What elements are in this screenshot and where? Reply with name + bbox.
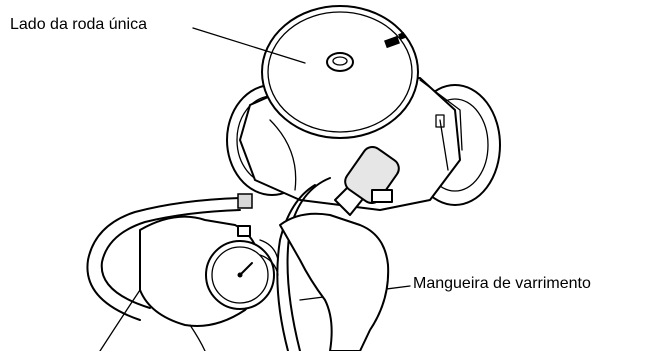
hand-right [260,214,388,351]
single-wheel [262,6,418,138]
single-wheel-side-label: Lado da roda única [10,17,147,33]
sweep-hose-label: Mangueira de varrimento [413,276,591,292]
